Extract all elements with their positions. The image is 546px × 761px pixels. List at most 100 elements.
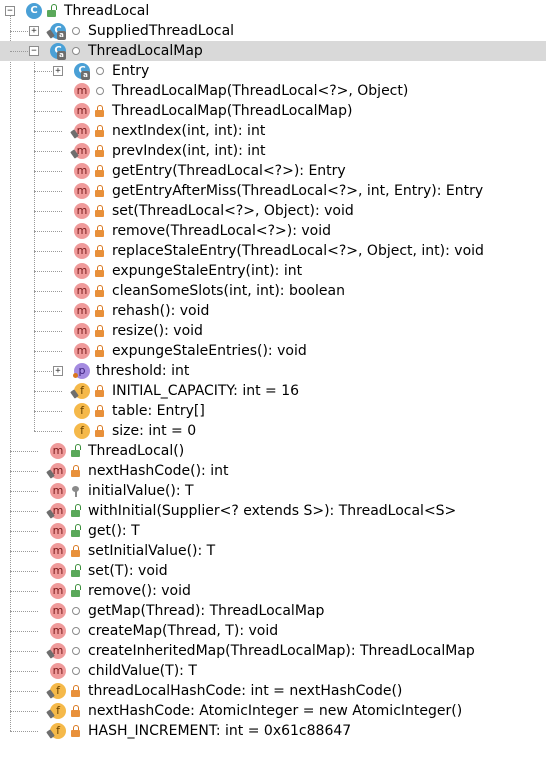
tree-node[interactable]: m cleanSomeSlots(int, int): boolean (0, 281, 546, 301)
tree-connector (34, 191, 62, 192)
method-icon: m (46, 503, 66, 519)
tree-connector (10, 531, 38, 532)
method-icon: m (46, 643, 66, 659)
expand-toggle-icon[interactable]: + (53, 366, 63, 376)
tree-node-label: HASH_INCREMENT: int = 0x61c88647 (88, 723, 352, 739)
tree-node-label: replaceStaleEntry(ThreadLocal<?>, Object… (112, 243, 484, 259)
tree-connector (10, 491, 38, 492)
method-icon: m (50, 523, 66, 539)
tree-node[interactable]: m replaceStaleEntry(ThreadLocal<?>, Objec… (0, 241, 546, 261)
private-visibility-icon (70, 705, 82, 717)
tree-node[interactable]: +CaSuppliedThreadLocal (0, 21, 546, 41)
private-visibility-icon (94, 145, 106, 157)
method-icon: m (74, 343, 90, 359)
method-icon: m (74, 283, 90, 299)
method-icon: m (74, 223, 90, 239)
method-icon: m (70, 123, 90, 139)
field-icon: f (46, 703, 66, 719)
private-visibility-icon (70, 465, 82, 477)
private-visibility-icon (94, 265, 106, 277)
tree-node-label: cleanSomeSlots(int, int): boolean (112, 283, 345, 299)
tree-connector (10, 511, 38, 512)
tree-connector (34, 371, 54, 372)
final-pin-icon (46, 509, 55, 519)
tree-connector (10, 51, 30, 52)
package-visibility-icon (70, 625, 82, 637)
method-icon: m (70, 143, 90, 159)
private-visibility-icon (94, 245, 106, 257)
tree-node-label: prevIndex(int, int): int (112, 143, 266, 159)
class-icon: Ca (46, 23, 66, 40)
package-visibility-icon (70, 605, 82, 617)
tree-connector (34, 71, 54, 72)
collapse-toggle-icon[interactable]: − (29, 46, 39, 56)
final-pin-icon (46, 29, 55, 39)
method-icon: m (74, 243, 90, 259)
tree-connector (34, 131, 62, 132)
private-visibility-icon (94, 185, 106, 197)
private-visibility-icon (94, 165, 106, 177)
abstract-overlay-icon: a (57, 31, 66, 40)
public-visibility-icon (70, 564, 82, 577)
tree-connector (34, 251, 62, 252)
tree-connector (34, 211, 62, 212)
method-icon: m (50, 583, 66, 599)
tree-connector (34, 431, 62, 432)
tree-node[interactable]: +CaEntry (0, 61, 546, 81)
final-pin-icon (46, 649, 55, 659)
tree-node[interactable]: −CaThreadLocalMap (0, 41, 546, 61)
tree-connector (10, 591, 38, 592)
method-icon: m (50, 623, 66, 639)
method-icon: m (74, 183, 90, 199)
class-icon: Ca (50, 43, 66, 60)
method-icon: m (50, 483, 66, 499)
class-icon: C (26, 3, 42, 19)
method-icon: m (74, 303, 90, 319)
final-pin-icon (46, 709, 55, 719)
tree-node[interactable]: m prevIndex(int, int): int (0, 141, 546, 161)
private-visibility-icon (94, 285, 106, 297)
expand-toggle-icon[interactable]: + (29, 26, 39, 36)
collapse-toggle-icon[interactable]: − (5, 6, 15, 16)
abstract-overlay-icon: a (57, 51, 66, 60)
private-visibility-icon (94, 305, 106, 317)
tree-connector (10, 631, 38, 632)
tree-connector (10, 471, 38, 472)
protected-visibility-icon (70, 485, 82, 497)
method-icon: m (50, 603, 66, 619)
tree-connector (34, 271, 62, 272)
expand-toggle-icon[interactable]: + (53, 66, 63, 76)
